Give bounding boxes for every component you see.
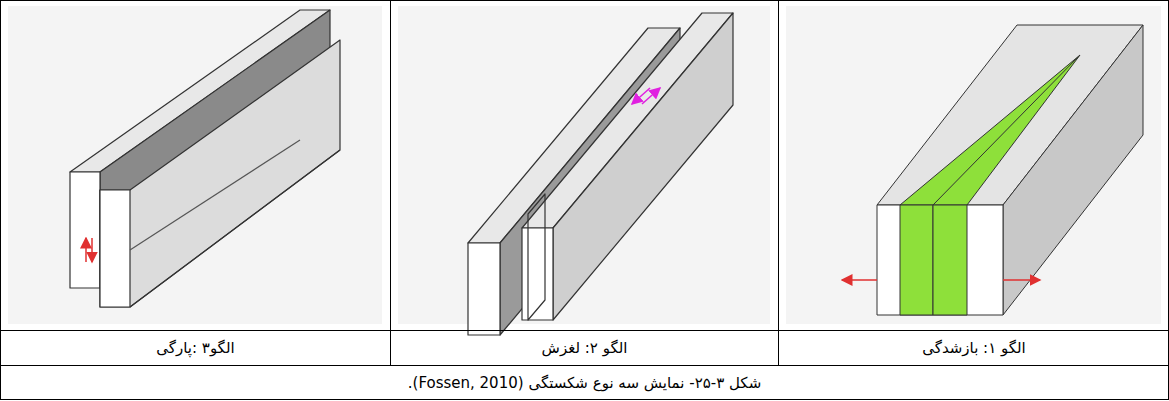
slip-arrow — [642, 88, 660, 104]
slip-arrow — [632, 88, 650, 104]
mode-label: الگو ۱: بازشدگی — [922, 339, 1026, 357]
mode-label-cell: الگو۳ :پارگی — [2, 332, 389, 364]
image-ground — [398, 6, 770, 324]
figure-caption: شکل ۳-۲۵- نمایش سه نوع شکستگی (Fossen, 2… — [408, 374, 761, 392]
tearing-block — [70, 10, 340, 307]
figure-caption-cell: شکل ۳-۲۵- نمایش سه نوع شکستگی (Fossen, 2… — [2, 367, 1167, 399]
tear-arrow — [91, 238, 93, 262]
opening-block — [877, 25, 1143, 315]
mode-label-cell: الگو ۱: بازشدگی — [780, 332, 1168, 364]
mode-label: الگو ۲: لغزش — [542, 339, 628, 357]
mode-label-cell: الگو ۲: لغزش — [392, 332, 777, 364]
sliding-block — [468, 13, 733, 335]
pull-arrow — [1003, 279, 1040, 281]
tear-arrow — [85, 238, 87, 262]
pull-arrow — [842, 279, 877, 281]
image-ground — [786, 6, 1161, 324]
mode-label: الگو۳ :پارگی — [156, 339, 234, 357]
image-ground — [8, 6, 382, 324]
